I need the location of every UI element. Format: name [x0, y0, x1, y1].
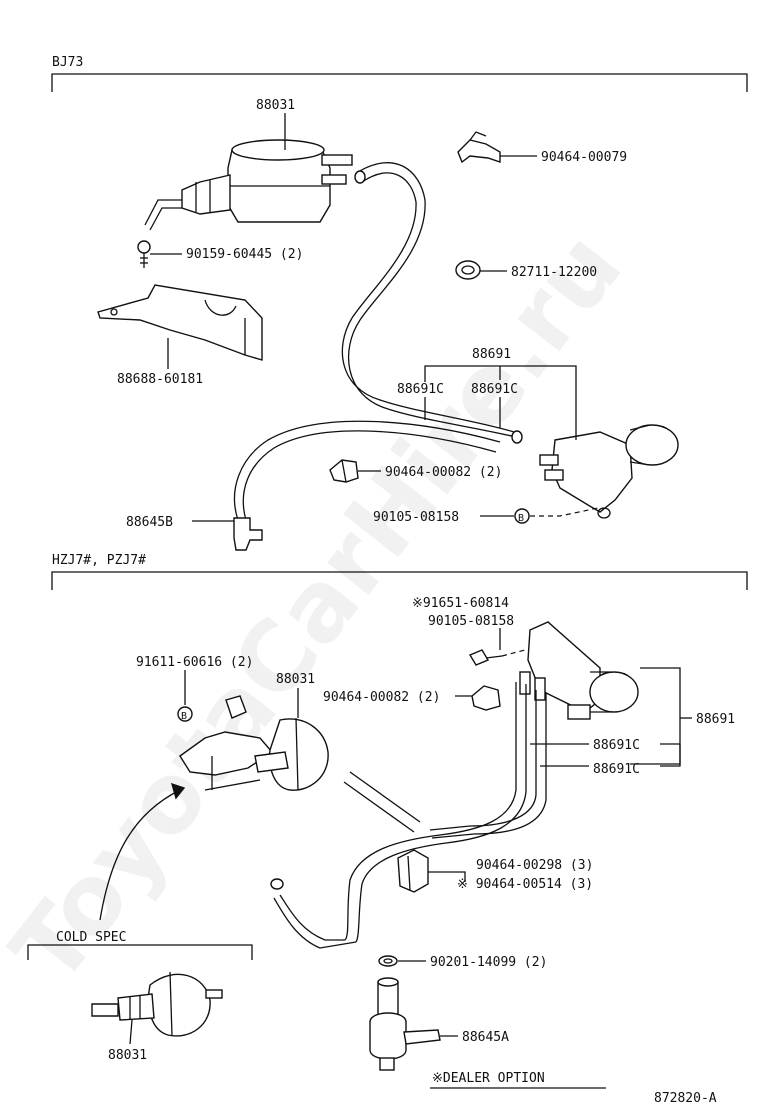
dealer-option-note: ※DEALER OPTION: [432, 1071, 545, 1086]
dashed-link-top: [530, 507, 599, 517]
section-bracket-top: [51, 73, 748, 92]
label-88031-bottom: 88031: [276, 672, 315, 687]
leader-88691c-bracket: [660, 743, 681, 767]
clamp-90464-00079: [457, 131, 501, 164]
label-90105-top: 90105-08158: [373, 510, 459, 525]
label-91611: 91611-60616 (2): [136, 655, 253, 670]
label-90464-00082-top: 90464-00082 (2): [385, 465, 502, 480]
clamp-90464-00082-top: [329, 459, 359, 483]
label-90464-00514: ※ 90464-00514 (3): [457, 877, 593, 892]
label-82711: 82711-12200: [511, 265, 597, 280]
clip-82711-12200: [455, 260, 481, 280]
vacuum-hose-top: [233, 162, 523, 521]
vsv-88691-top: [539, 424, 679, 519]
dashed-link-bottom: [501, 649, 526, 657]
vsv-88691-bottom: [519, 621, 639, 720]
label-88691c-a-bottom: 88691C: [593, 738, 640, 753]
label-88645b: 88645B: [126, 515, 173, 530]
label-90464-00079: 90464-00079: [541, 150, 627, 165]
vacuum-actuator-88031-cold: [91, 971, 223, 1037]
vacuum-hose-bottom: [270, 682, 547, 949]
label-88691c-a-top: 88691C: [397, 382, 444, 397]
leader-88691-bottom: [630, 667, 681, 765]
label-88688: 88688-60181: [117, 372, 203, 387]
leader-88031-cold: [129, 1019, 133, 1045]
label-90464-00298: 90464-00298 (3): [476, 858, 593, 873]
section-bj73: BJ73: [51, 55, 748, 92]
figure-number: 872820-A: [654, 1091, 717, 1106]
section-bracket-bottom: [51, 571, 748, 590]
arrow-head: [170, 782, 186, 800]
vacuum-actuator-88031: [144, 139, 353, 231]
marker-b-top: [514, 508, 530, 524]
label-90159: 90159-60445 (2): [186, 247, 303, 262]
bolt-90105-bottom: [468, 649, 503, 666]
marker-b-bottom-text: B: [181, 711, 187, 722]
arrow-cold-spec: [99, 789, 181, 921]
label-88691-top: 88691: [472, 347, 511, 362]
label-90201: 90201-14099 (2): [430, 955, 547, 970]
label-90105-bottom: 90105-08158: [428, 614, 514, 629]
section-label-bj73: BJ73: [52, 55, 83, 70]
label-88691-bottom: 88691: [696, 712, 735, 727]
vacuum-actuator-88031-bottom: [179, 695, 329, 791]
label-88031-cold: 88031: [108, 1048, 147, 1063]
label-91651: ※91651-60814: [412, 596, 509, 611]
label-88691c-b-bottom: 88691C: [593, 762, 640, 777]
label-90464-00082-bottom: 90464-00082 (2): [323, 690, 440, 705]
section-label-cold-spec: COLD SPEC: [56, 930, 126, 945]
fitting-88645a: [369, 977, 441, 1071]
label-88031-top: 88031: [256, 98, 295, 113]
section-hzj7: HZJ7#, PZJ7#: [51, 553, 748, 590]
marker-b-bottom: [177, 706, 193, 722]
leader-90464-00298: [428, 871, 466, 882]
bracket-88688: [97, 284, 263, 361]
washer-90201: [378, 955, 398, 967]
bolt-90159: [137, 240, 151, 268]
clamp-90464-00082-bottom: [471, 685, 501, 711]
marker-b-top-text: B: [518, 513, 524, 524]
label-88691c-b-top: 88691C: [471, 382, 518, 397]
section-label-hzj7: HZJ7#, PZJ7#: [52, 553, 146, 568]
tee-88645b: [233, 517, 263, 551]
label-88645a: 88645A: [462, 1030, 509, 1045]
section-bracket-cold: [27, 944, 253, 960]
clamp-90464-00298: [397, 849, 429, 893]
